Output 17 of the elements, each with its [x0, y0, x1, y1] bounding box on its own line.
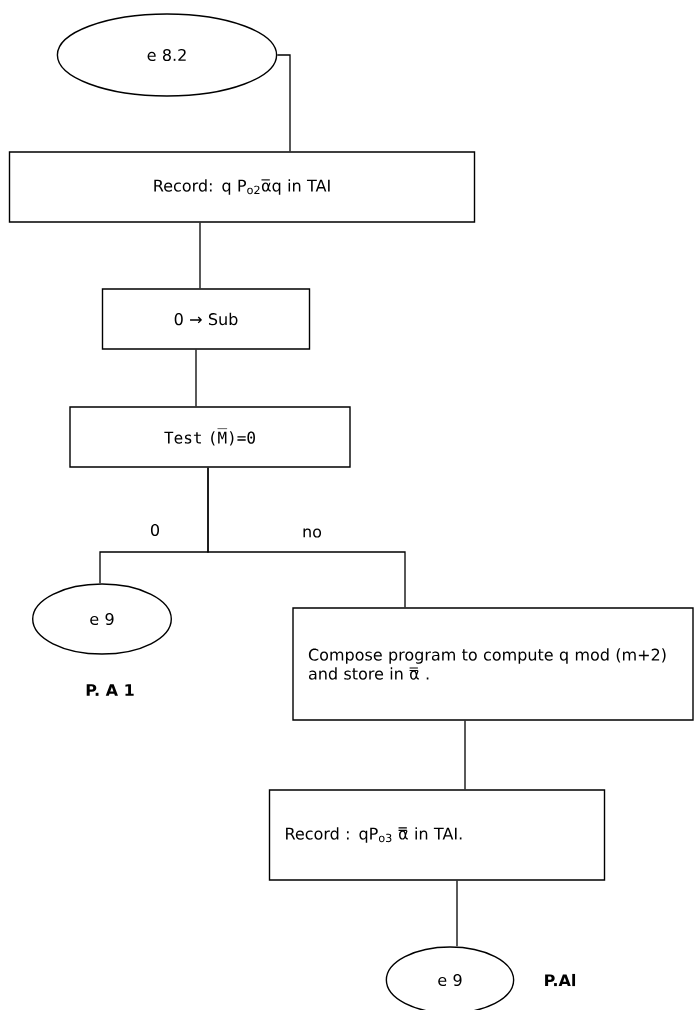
- page-reference: P. A 1: [86, 684, 134, 696]
- edge-label: no: [301, 527, 323, 539]
- connector-line: [464, 720, 466, 790]
- process-box: Test (M̅)=0: [69, 406, 351, 468]
- connector-line: [207, 467, 406, 608]
- connector-line: [199, 222, 201, 289]
- process-box: Record : qP$_{o3}$ α̿ in TAI.: [268, 789, 606, 881]
- connector-line: [195, 349, 197, 407]
- connector-oval: e 8.2: [56, 13, 278, 97]
- page-reference: P.Al: [545, 973, 576, 987]
- process-box: Record: q P$_{o2}$α̅q in TAI: [8, 151, 476, 223]
- process-box: 0 → Sub: [101, 288, 311, 350]
- connector-oval: e 9: [32, 583, 172, 655]
- process-box: Compose program to compute q mod (m+2) and store in α̿ .: [292, 607, 694, 721]
- edge-label: 0: [148, 522, 162, 538]
- connector-line: [276, 54, 291, 152]
- connector-line: [456, 880, 458, 947]
